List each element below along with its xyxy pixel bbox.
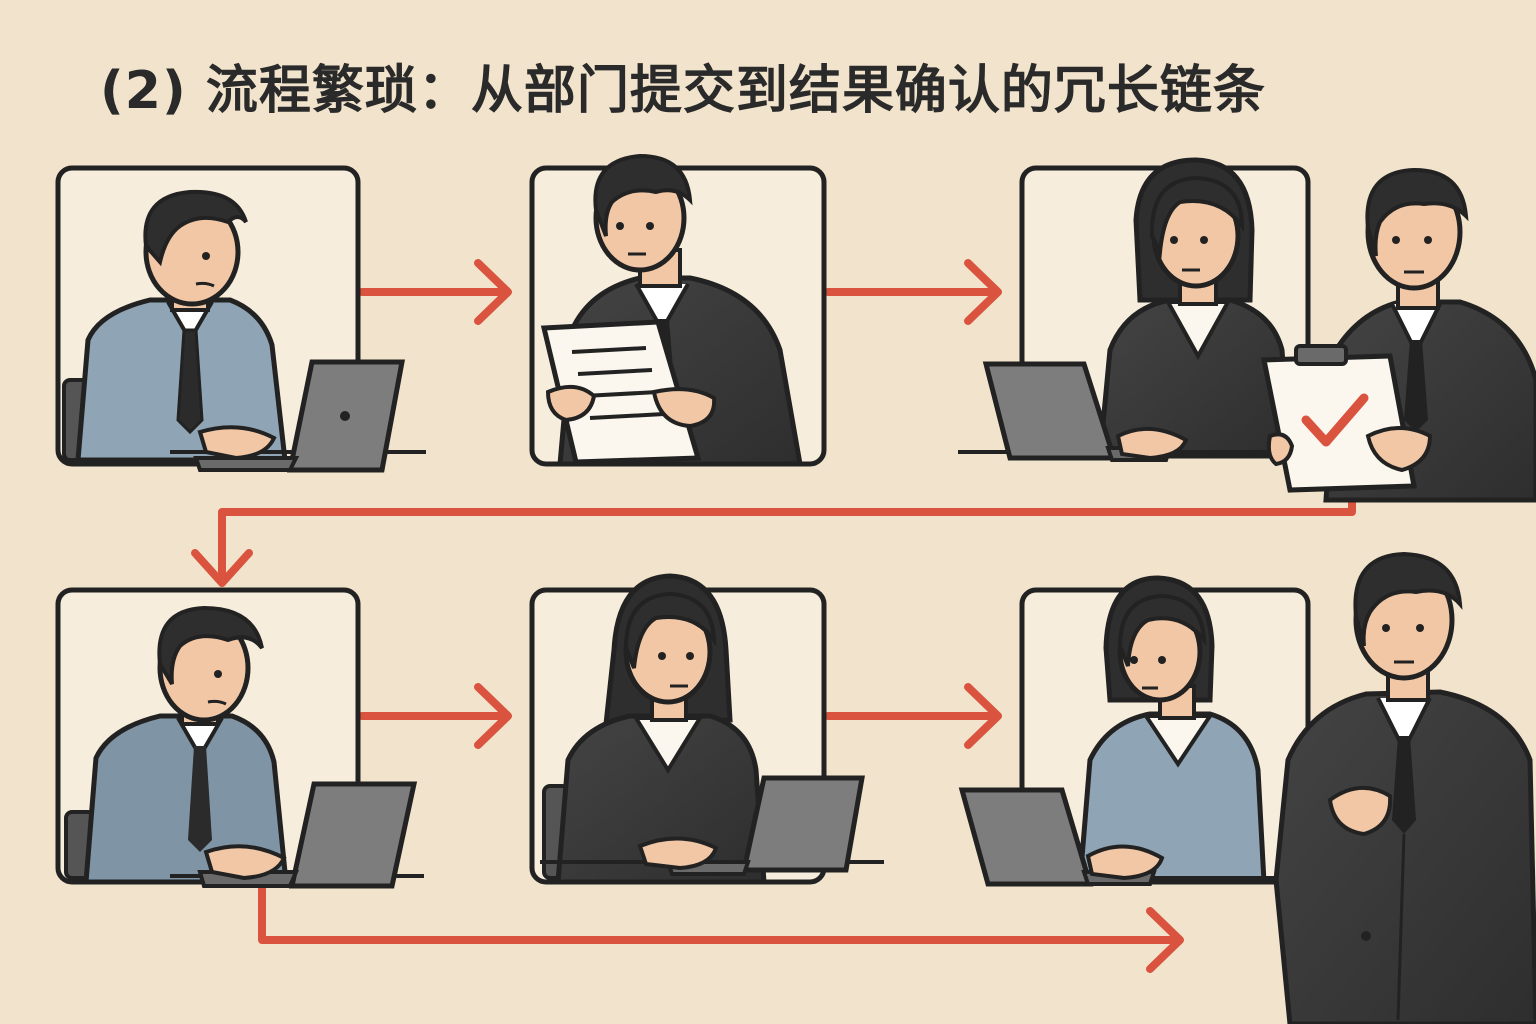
flow-arrows (191, 259, 1356, 973)
arrow-right-icon (824, 683, 1002, 749)
arrow-right-icon (358, 683, 512, 749)
page-title: (2) 流程繁琐：从部门提交到结果确认的冗长链条 (100, 61, 1266, 121)
arrow-down-icon (191, 488, 1356, 587)
laptop-icon (958, 787, 1157, 887)
step-panel-employee-resubmits (55, 587, 424, 889)
step-figure-supervisor-final (1273, 551, 1536, 1024)
arrow-right-icon (358, 259, 512, 325)
step-panel-employee-submits (55, 165, 426, 473)
step-panel-woman-processes (958, 157, 1311, 462)
arrow-right-icon (258, 878, 1184, 973)
laptop-icon (193, 359, 406, 473)
arrow-right-icon (824, 259, 1002, 325)
check-icon (1301, 393, 1369, 447)
step-panel-manager-reviews-document (529, 153, 827, 467)
laptop-icon (665, 775, 865, 876)
step-panel-woman-confirms (958, 575, 1311, 887)
step-panel-woman-reviews (529, 573, 884, 885)
step-figure-supervisor-approves (1260, 167, 1536, 503)
